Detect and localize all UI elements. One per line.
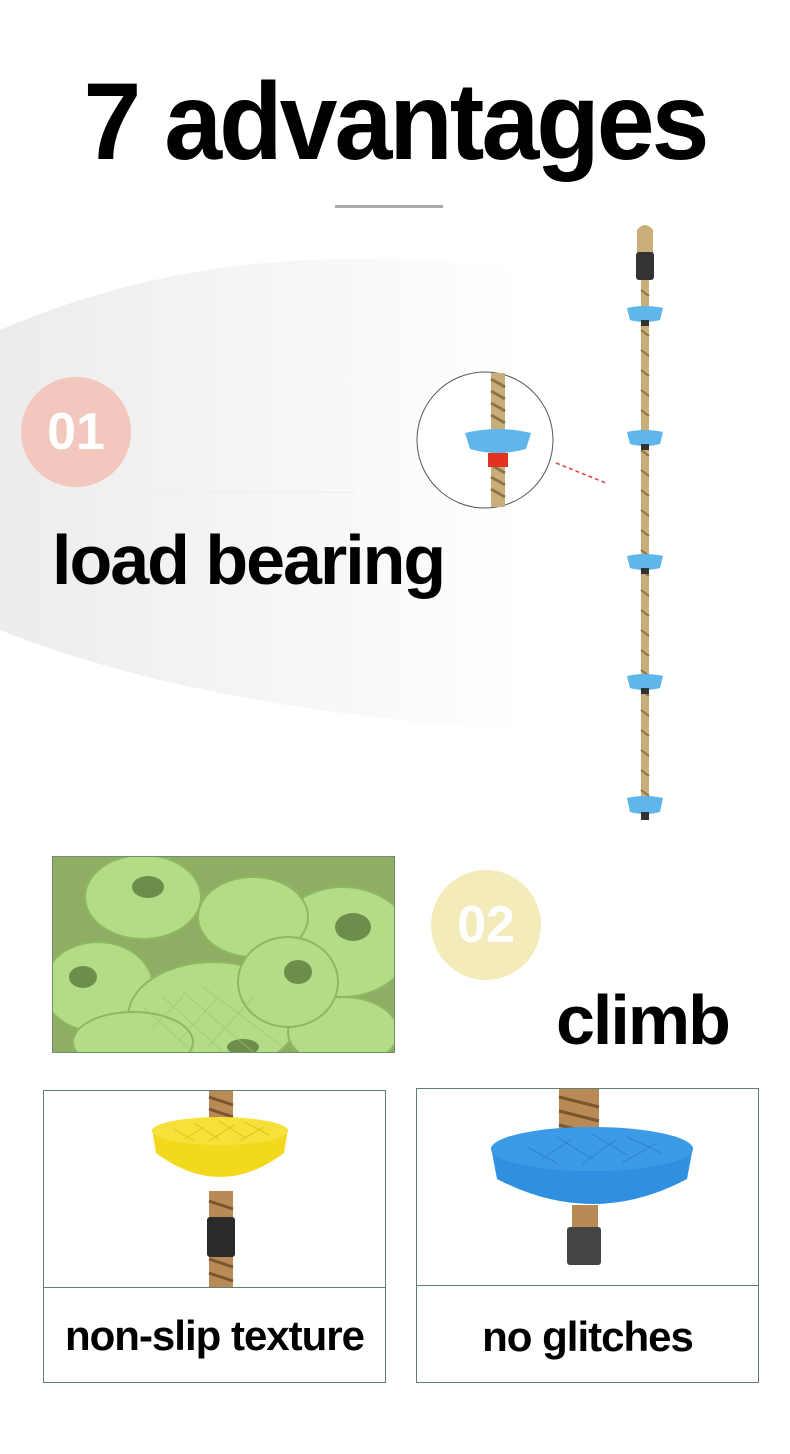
stepping-stones-photo xyxy=(52,856,395,1053)
rope-zoom-detail xyxy=(416,371,607,509)
title-underline xyxy=(335,205,443,208)
panel-divider xyxy=(417,1285,758,1286)
yellow-disc-image xyxy=(152,1091,288,1287)
feature-label-load-bearing: load bearing xyxy=(52,521,446,599)
page-title: 7 advantages xyxy=(83,61,710,183)
background-sweep xyxy=(0,258,520,730)
climbing-rope-illustration xyxy=(627,225,663,820)
feature-number-badge-01: 01 xyxy=(21,377,131,487)
blue-disc-image xyxy=(491,1089,693,1265)
badge-underline xyxy=(34,492,354,493)
feature-number-badge-02: 02 xyxy=(431,870,541,980)
panel-non-slip-texture: non-slip texture xyxy=(43,1090,386,1383)
panel-caption-non-slip: non-slip texture xyxy=(64,1312,365,1359)
panel-no-glitches: no glitches xyxy=(416,1088,759,1383)
panel-caption-no-glitches: no glitches xyxy=(482,1313,694,1360)
panel-divider xyxy=(44,1287,385,1288)
feature-label-climb: climb xyxy=(556,981,731,1059)
